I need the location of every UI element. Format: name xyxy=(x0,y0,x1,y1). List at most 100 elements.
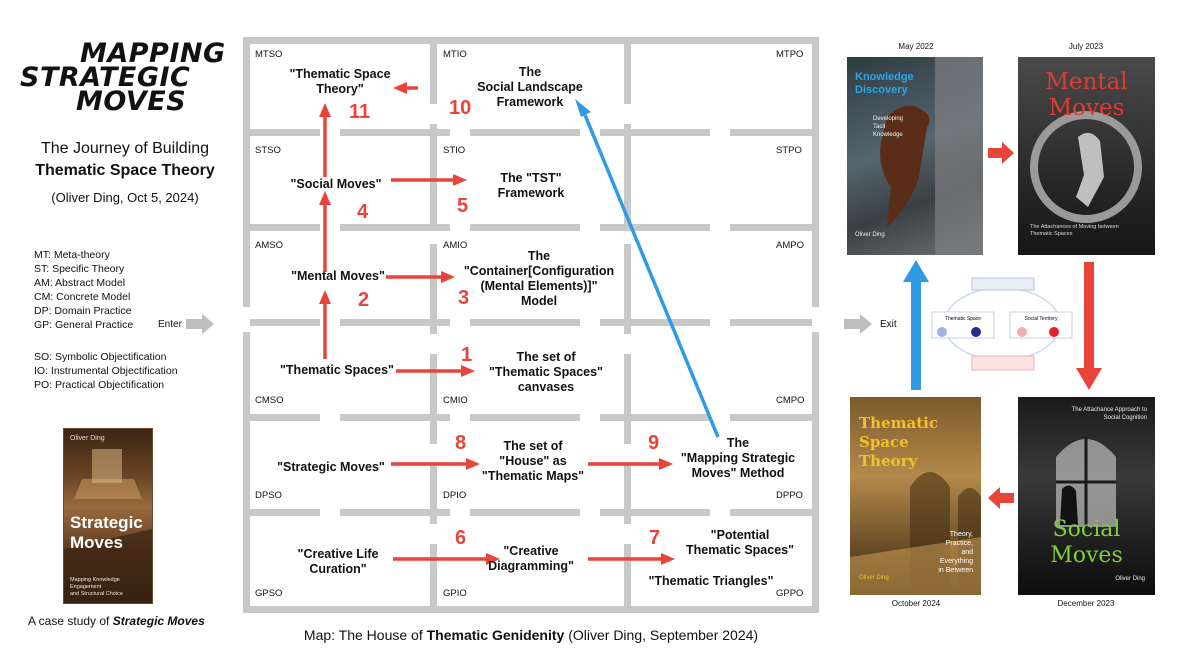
step-number-3: 3 xyxy=(458,287,470,309)
node-social-landscape-framework: The Social Landscape Framework xyxy=(477,65,583,109)
journey-line-2: Thematic Space Theory xyxy=(35,162,215,179)
step-number-5: 5 xyxy=(457,195,469,217)
knowledge-title: Knowledge Discovery xyxy=(855,71,914,96)
small-book-subtitle: Mapping Knowledge Engagement and Structu… xyxy=(70,577,123,597)
journey-line-1: The Journey of Building xyxy=(40,140,210,157)
tst-author: Oliver Ding xyxy=(859,575,889,581)
node-strategic-moves: "Strategic Moves" xyxy=(277,460,385,474)
social-title: Social Moves xyxy=(1050,517,1123,568)
cell-code-cmpo: CMPO xyxy=(776,395,805,406)
node-house-thematic-maps: The set of "House" as "Thematic Maps" xyxy=(481,439,585,483)
tst-title: Thematic Space Theory xyxy=(859,414,938,470)
enter-label: Enter xyxy=(158,319,182,330)
social-author: Oliver Ding xyxy=(1115,576,1145,582)
window-figure-icon xyxy=(1056,437,1116,527)
bird-silhouette-icon xyxy=(880,57,983,255)
cell-code-dppo: DPPO xyxy=(776,490,803,501)
step-number-1: 1 xyxy=(461,344,473,366)
legend-item: SO: Symbolic Objectification xyxy=(34,351,167,363)
cell-code-gppo: GPPO xyxy=(776,588,804,599)
cell-code-cmso: CMSO xyxy=(255,395,284,406)
cell-code-ampo: AMPO xyxy=(776,240,804,251)
strategic-moves-book-cover: Oliver Ding Strategic Moves Mapping Know… xyxy=(63,428,153,604)
mini-left-label: Thematic Space xyxy=(945,316,981,322)
cell-code-stso: STSO xyxy=(255,145,281,156)
legend-item: IO: Instrumental Objectification xyxy=(34,365,178,377)
logo-line-2: STRATEGIC xyxy=(20,62,191,93)
logo-line-3: MOVES xyxy=(76,86,187,117)
cell-code-amso: AMSO xyxy=(255,240,283,251)
stairs-photo-icon xyxy=(64,449,152,603)
cell-code-mtpo: MTPO xyxy=(776,49,804,60)
red-arrow-right-icon xyxy=(988,142,1014,164)
book-date-knowledge: May 2022 xyxy=(898,42,934,51)
cell-code-stio: STIO xyxy=(443,145,466,156)
mini-right-label: Social Territory xyxy=(1025,316,1058,322)
legend-item: AM: Abstract Model xyxy=(34,277,126,289)
legend-item: MT: Meta-theory xyxy=(34,249,110,261)
legend-item: GP: General Practice xyxy=(34,319,134,331)
logo-title: MAPPING STRATEGIC MOVES xyxy=(20,38,230,117)
cell-code-cmio: CMIO xyxy=(443,395,468,406)
cell-code-stpo: STPO xyxy=(776,145,802,156)
cell-code-dpio: DPIO xyxy=(443,490,467,501)
book-date-tst: October 2024 xyxy=(891,599,941,608)
node-mapping-strategic-moves-method: The "Mapping Strategic Moves" Method xyxy=(680,436,796,480)
node-tst-framework: The "TST" Framework xyxy=(497,171,565,200)
node-social-moves: "Social Moves" xyxy=(290,177,382,191)
step-number-2: 2 xyxy=(358,289,370,311)
grid-lines xyxy=(243,37,819,613)
social-top-text: The Attachance Approach to Social Cognit… xyxy=(1071,407,1147,421)
cell-code-mtio: MTIO xyxy=(443,49,467,60)
node-thematic-space-theory: "Thematic Space Theory" xyxy=(289,67,391,96)
small-book-author: Oliver Ding xyxy=(70,435,105,442)
jumping-figure-icon xyxy=(1030,111,1142,223)
step-number-9: 9 xyxy=(648,432,660,454)
node-thematic-spaces-canvases: The set of "Thematic Spaces" canvases xyxy=(489,350,603,394)
thematic-genidenity-house-map: MTSO MTIO MTPO STSO STIO STPO AMSO AMIO … xyxy=(243,37,819,613)
exit-arrow-icon xyxy=(844,314,872,334)
blue-arrow-up-icon xyxy=(903,260,929,390)
book-date-social: December 2023 xyxy=(1057,599,1115,608)
social-moves-book-cover: The Attachance Approach to Social Cognit… xyxy=(1018,397,1155,595)
node-creative-diagramming: "Creative Diagramming" xyxy=(488,544,574,573)
legend-item: ST: Specific Theory xyxy=(34,263,125,275)
node-potential-thematic-spaces: "Potential Thematic Spaces" xyxy=(685,528,795,557)
node-container-model: The "Container[Configuration (Mental Ele… xyxy=(463,249,615,308)
node-creative-life-curation: "Creative Life Curation" xyxy=(297,547,379,576)
journey-heading: The Journey of Building Thematic Space T… xyxy=(20,138,230,182)
cell-code-gpio: GPIO xyxy=(443,588,467,599)
logo-line-1: MAPPING xyxy=(80,38,226,69)
step-number-4: 4 xyxy=(357,201,369,223)
small-book-title: Strategic Moves xyxy=(70,513,143,552)
step-number-7: 7 xyxy=(649,527,661,549)
step-number-10: 10 xyxy=(449,97,472,119)
legend-item: PO: Practical Objectification xyxy=(34,379,165,391)
enter-arrow-icon xyxy=(186,314,214,334)
book-date-mental: July 2023 xyxy=(1068,42,1104,51)
legend-levels: MT: Meta-theory ST: Specific Theory AM: … xyxy=(34,248,133,332)
cell-code-dpso: DPSO xyxy=(255,490,282,501)
thematic-space-theory-book-cover: Thematic Space Theory Theory, Practice, … xyxy=(850,397,981,595)
case-study-caption: A case study of Strategic Moves xyxy=(28,614,205,628)
exit-label: Exit xyxy=(880,319,897,330)
knowledge-subtitle: Developing Tacit Knowledge xyxy=(873,116,904,138)
legend-objectification: SO: Symbolic Objectification IO: Instrum… xyxy=(34,350,178,392)
cell-code-gpso: GPSO xyxy=(255,588,283,599)
step-number-6: 6 xyxy=(455,527,467,549)
legend-item: DP: Domain Practice xyxy=(34,305,132,317)
step-number-8: 8 xyxy=(455,432,467,454)
legend-item: CM: Concrete Model xyxy=(34,291,131,303)
arches-photo-icon xyxy=(850,472,981,595)
tst-subtitle: Theory, Practice, and Everything in Betw… xyxy=(938,531,973,574)
cell-code-mtso: MTSO xyxy=(255,49,283,60)
journey-byline: (Oliver Ding, Oct 5, 2024) xyxy=(51,190,199,205)
node-thematic-triangles: "Thematic Triangles" xyxy=(648,574,774,588)
map-caption: Map: The House of Thematic Genidenity (O… xyxy=(303,627,759,643)
red-arrow-down-icon xyxy=(1076,262,1102,390)
red-arrow-left-icon xyxy=(988,487,1014,509)
mental-title: Mental Moves xyxy=(1045,69,1128,121)
cell-code-amio: AMIO xyxy=(443,240,468,251)
knowledge-discovery-book-cover: Knowledge Discovery Developing Tacit Kno… xyxy=(847,57,983,255)
mental-subtitle: The Attachances of Moving between Themat… xyxy=(1030,224,1119,237)
